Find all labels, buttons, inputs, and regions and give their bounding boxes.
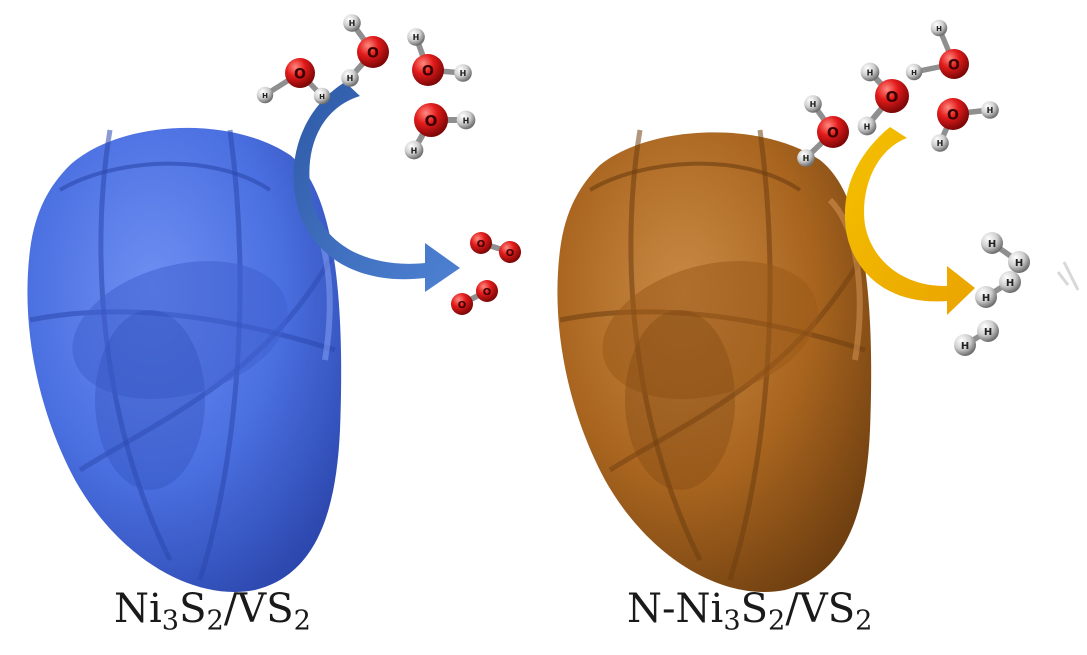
hydrogen-label: H bbox=[867, 68, 874, 77]
hydrogen-atom bbox=[404, 140, 424, 160]
hydrogen-label: H bbox=[413, 33, 420, 42]
hydrogen-atom bbox=[797, 149, 815, 167]
oxygen-label: O bbox=[458, 300, 467, 311]
hydrogen-atom bbox=[981, 232, 1003, 254]
oxygen-atom bbox=[937, 98, 969, 130]
hydrogen-label: H bbox=[810, 100, 817, 109]
oxygen-label: O bbox=[827, 126, 839, 142]
hydrogen-label: H bbox=[1015, 258, 1023, 269]
hydrogen-label: H bbox=[460, 69, 467, 78]
hydrogen-atom bbox=[1008, 251, 1030, 273]
hydrogen-label: H bbox=[803, 154, 810, 163]
water-molecule: H H O bbox=[407, 28, 472, 86]
hydrogen-label: H bbox=[987, 106, 994, 115]
hydrogen-atom bbox=[456, 110, 476, 130]
hydrogen-atom bbox=[857, 116, 877, 136]
water-molecule: H H O bbox=[341, 14, 389, 87]
hydrogen-atom bbox=[930, 19, 948, 37]
hydrogen-molecule: HH bbox=[975, 271, 1021, 308]
ni3s2-vs2-particle bbox=[27, 127, 342, 593]
hydrogen-label: H bbox=[864, 122, 871, 131]
oxygen-molecule: OO bbox=[470, 232, 521, 263]
hydrogen-atom bbox=[954, 334, 976, 356]
hydrogen-label: H bbox=[988, 239, 996, 250]
oxygen-atom bbox=[499, 241, 521, 263]
hydrogen-molecule: HH bbox=[954, 320, 999, 356]
hydrogen-atom bbox=[905, 63, 923, 81]
hydrogen-atom bbox=[804, 95, 822, 113]
hydrogen-atom bbox=[407, 28, 425, 46]
hydrogen-label: H bbox=[347, 74, 354, 83]
hydrogen-atom bbox=[313, 87, 331, 105]
hydrogen-atom bbox=[977, 320, 999, 342]
ni3s2-vs2-label: Ni3S2/VS2 bbox=[114, 586, 311, 637]
oxygen-label: O bbox=[294, 66, 306, 82]
hydrogen-label: H bbox=[984, 327, 992, 338]
oxygen-atom bbox=[451, 293, 473, 315]
hydrogen-atom bbox=[999, 271, 1021, 293]
water-molecule: H H O bbox=[905, 19, 969, 81]
oxygen-molecule: OO bbox=[451, 280, 498, 315]
oxygen-label: O bbox=[948, 57, 960, 73]
hydrogen-atom bbox=[931, 134, 949, 152]
oxygen-atom bbox=[357, 36, 389, 68]
water-molecule: H H O bbox=[857, 62, 909, 136]
hydrogen-atom bbox=[454, 64, 472, 82]
hydrogen-label: H bbox=[937, 139, 944, 148]
hydrogen-label: H bbox=[1006, 278, 1014, 289]
hydrogen-atom bbox=[860, 62, 880, 82]
oxygen-label: O bbox=[425, 112, 438, 130]
hydrogen-label: H bbox=[463, 116, 470, 125]
hydrogen-atom bbox=[343, 14, 361, 32]
oxygen-atom bbox=[470, 232, 492, 254]
oxygen-label: O bbox=[506, 248, 515, 259]
water-molecule: H H O bbox=[797, 95, 849, 167]
hydrogen-label: H bbox=[262, 92, 268, 100]
oxygen-label: O bbox=[367, 46, 379, 62]
hydrogen-label: H bbox=[349, 19, 356, 28]
oxygen-label: O bbox=[422, 64, 434, 80]
edge-mark bbox=[1056, 261, 1080, 291]
oxygen-label: O bbox=[477, 239, 486, 250]
hydrogen-atom bbox=[341, 69, 359, 87]
n-ni3s2-vs2-label: N-Ni3S2/VS2 bbox=[627, 586, 873, 637]
hydrogen-label: H bbox=[936, 25, 942, 33]
hydrogen-atom bbox=[256, 86, 274, 104]
hydrogen-molecule: HH bbox=[981, 232, 1030, 273]
hydrogen-label: H bbox=[319, 93, 325, 101]
oxygen-atom bbox=[414, 103, 448, 137]
water-molecule: H H O bbox=[404, 103, 476, 160]
oxygen-atom bbox=[875, 79, 909, 113]
water-molecule: H H O bbox=[931, 98, 999, 152]
her-arrow bbox=[844, 127, 975, 315]
hydrogen-label: H bbox=[411, 146, 418, 155]
oxygen-label: O bbox=[483, 287, 492, 298]
oxygen-atom bbox=[412, 54, 444, 86]
water-molecule: H H O bbox=[256, 58, 331, 105]
hydrogen-atom bbox=[975, 286, 997, 308]
oxygen-atom bbox=[817, 116, 849, 148]
hydrogen-label: H bbox=[911, 69, 917, 77]
hydrogen-atom bbox=[981, 101, 999, 119]
hydrogen-label: H bbox=[961, 341, 969, 352]
oxygen-label: O bbox=[947, 108, 959, 124]
oxygen-atom bbox=[476, 280, 498, 302]
oer-arrow bbox=[293, 82, 460, 292]
oxygen-atom bbox=[285, 58, 315, 88]
hydrogen-label: H bbox=[982, 293, 990, 304]
oxygen-atom bbox=[939, 49, 969, 79]
n-ni3s2-vs2-particle bbox=[557, 129, 872, 593]
oxygen-label: O bbox=[886, 88, 899, 106]
